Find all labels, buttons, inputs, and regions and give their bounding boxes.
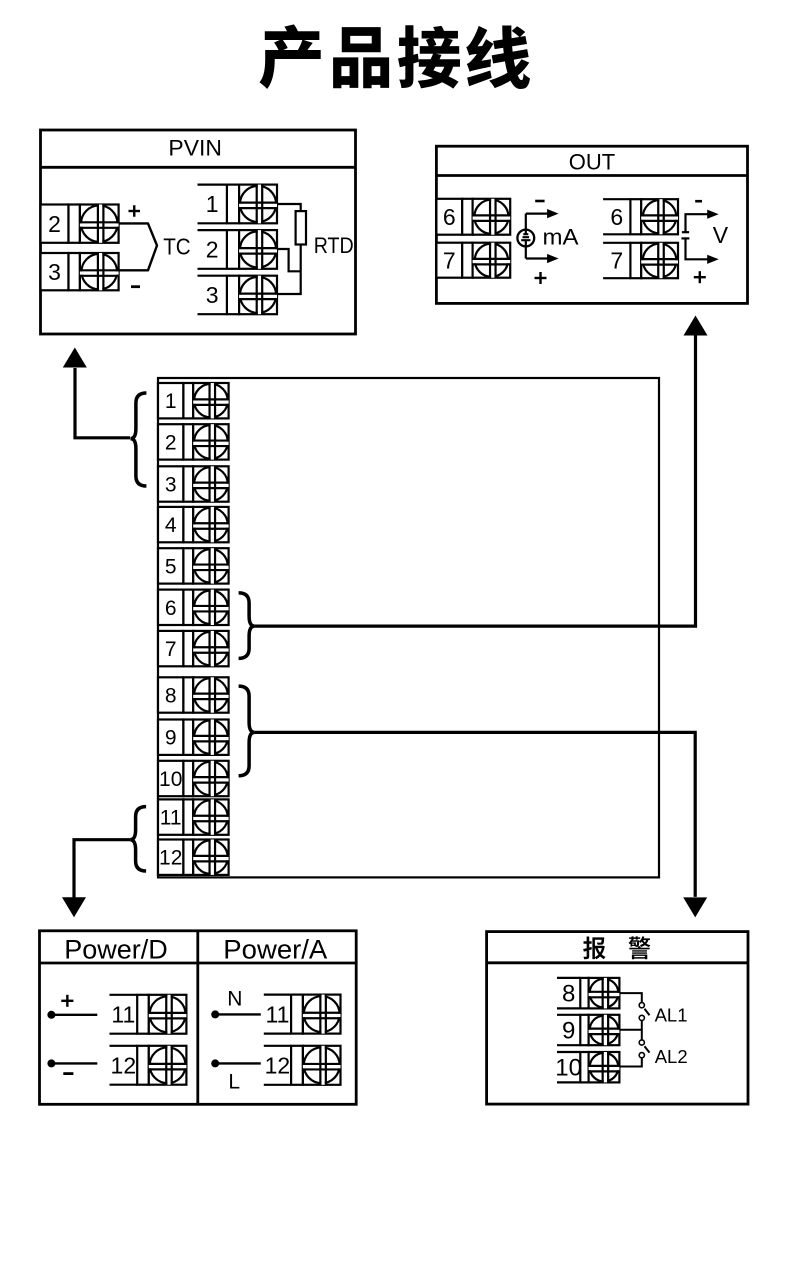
svg-text:AL1: AL1 (655, 1005, 688, 1026)
svg-text:12: 12 (265, 1052, 291, 1078)
svg-text:7: 7 (165, 638, 177, 661)
svg-text:7: 7 (443, 247, 456, 273)
svg-text:3: 3 (165, 473, 177, 496)
svg-text:RTD: RTD (314, 233, 354, 258)
svg-text:TC: TC (163, 233, 191, 259)
svg-text:L: L (228, 1070, 240, 1093)
svg-text:4: 4 (165, 514, 177, 537)
svg-text:Power/A: Power/A (223, 935, 327, 965)
svg-text:11: 11 (266, 1001, 290, 1027)
svg-text:8: 8 (562, 981, 575, 1008)
svg-text:1: 1 (206, 191, 219, 217)
svg-text:mA: mA (543, 225, 579, 250)
svg-text:12: 12 (111, 1052, 137, 1078)
svg-text:3: 3 (206, 282, 219, 308)
svg-text:V: V (713, 222, 729, 248)
svg-text:5: 5 (165, 555, 177, 578)
svg-text:6: 6 (165, 597, 177, 620)
svg-text:1: 1 (165, 390, 177, 413)
svg-text:7: 7 (610, 248, 623, 274)
svg-text:2: 2 (165, 431, 177, 454)
svg-text:3: 3 (48, 259, 61, 285)
svg-text:2: 2 (206, 237, 219, 263)
svg-text:9: 9 (165, 727, 177, 750)
svg-text:10: 10 (555, 1055, 582, 1082)
svg-text:11: 11 (111, 1001, 135, 1027)
svg-text:12: 12 (159, 847, 182, 870)
svg-text:OUT: OUT (569, 150, 615, 175)
svg-text:PVIN: PVIN (168, 135, 222, 160)
svg-text:11: 11 (160, 807, 182, 830)
svg-text:9: 9 (562, 1018, 575, 1045)
svg-text:8: 8 (165, 684, 177, 707)
svg-text:10: 10 (159, 768, 182, 791)
svg-text:N: N (227, 987, 242, 1010)
svg-text:2: 2 (48, 211, 61, 237)
svg-text:Power/D: Power/D (64, 935, 168, 965)
svg-text:6: 6 (610, 204, 623, 230)
svg-text:6: 6 (443, 204, 456, 230)
svg-text:AL2: AL2 (655, 1046, 688, 1067)
